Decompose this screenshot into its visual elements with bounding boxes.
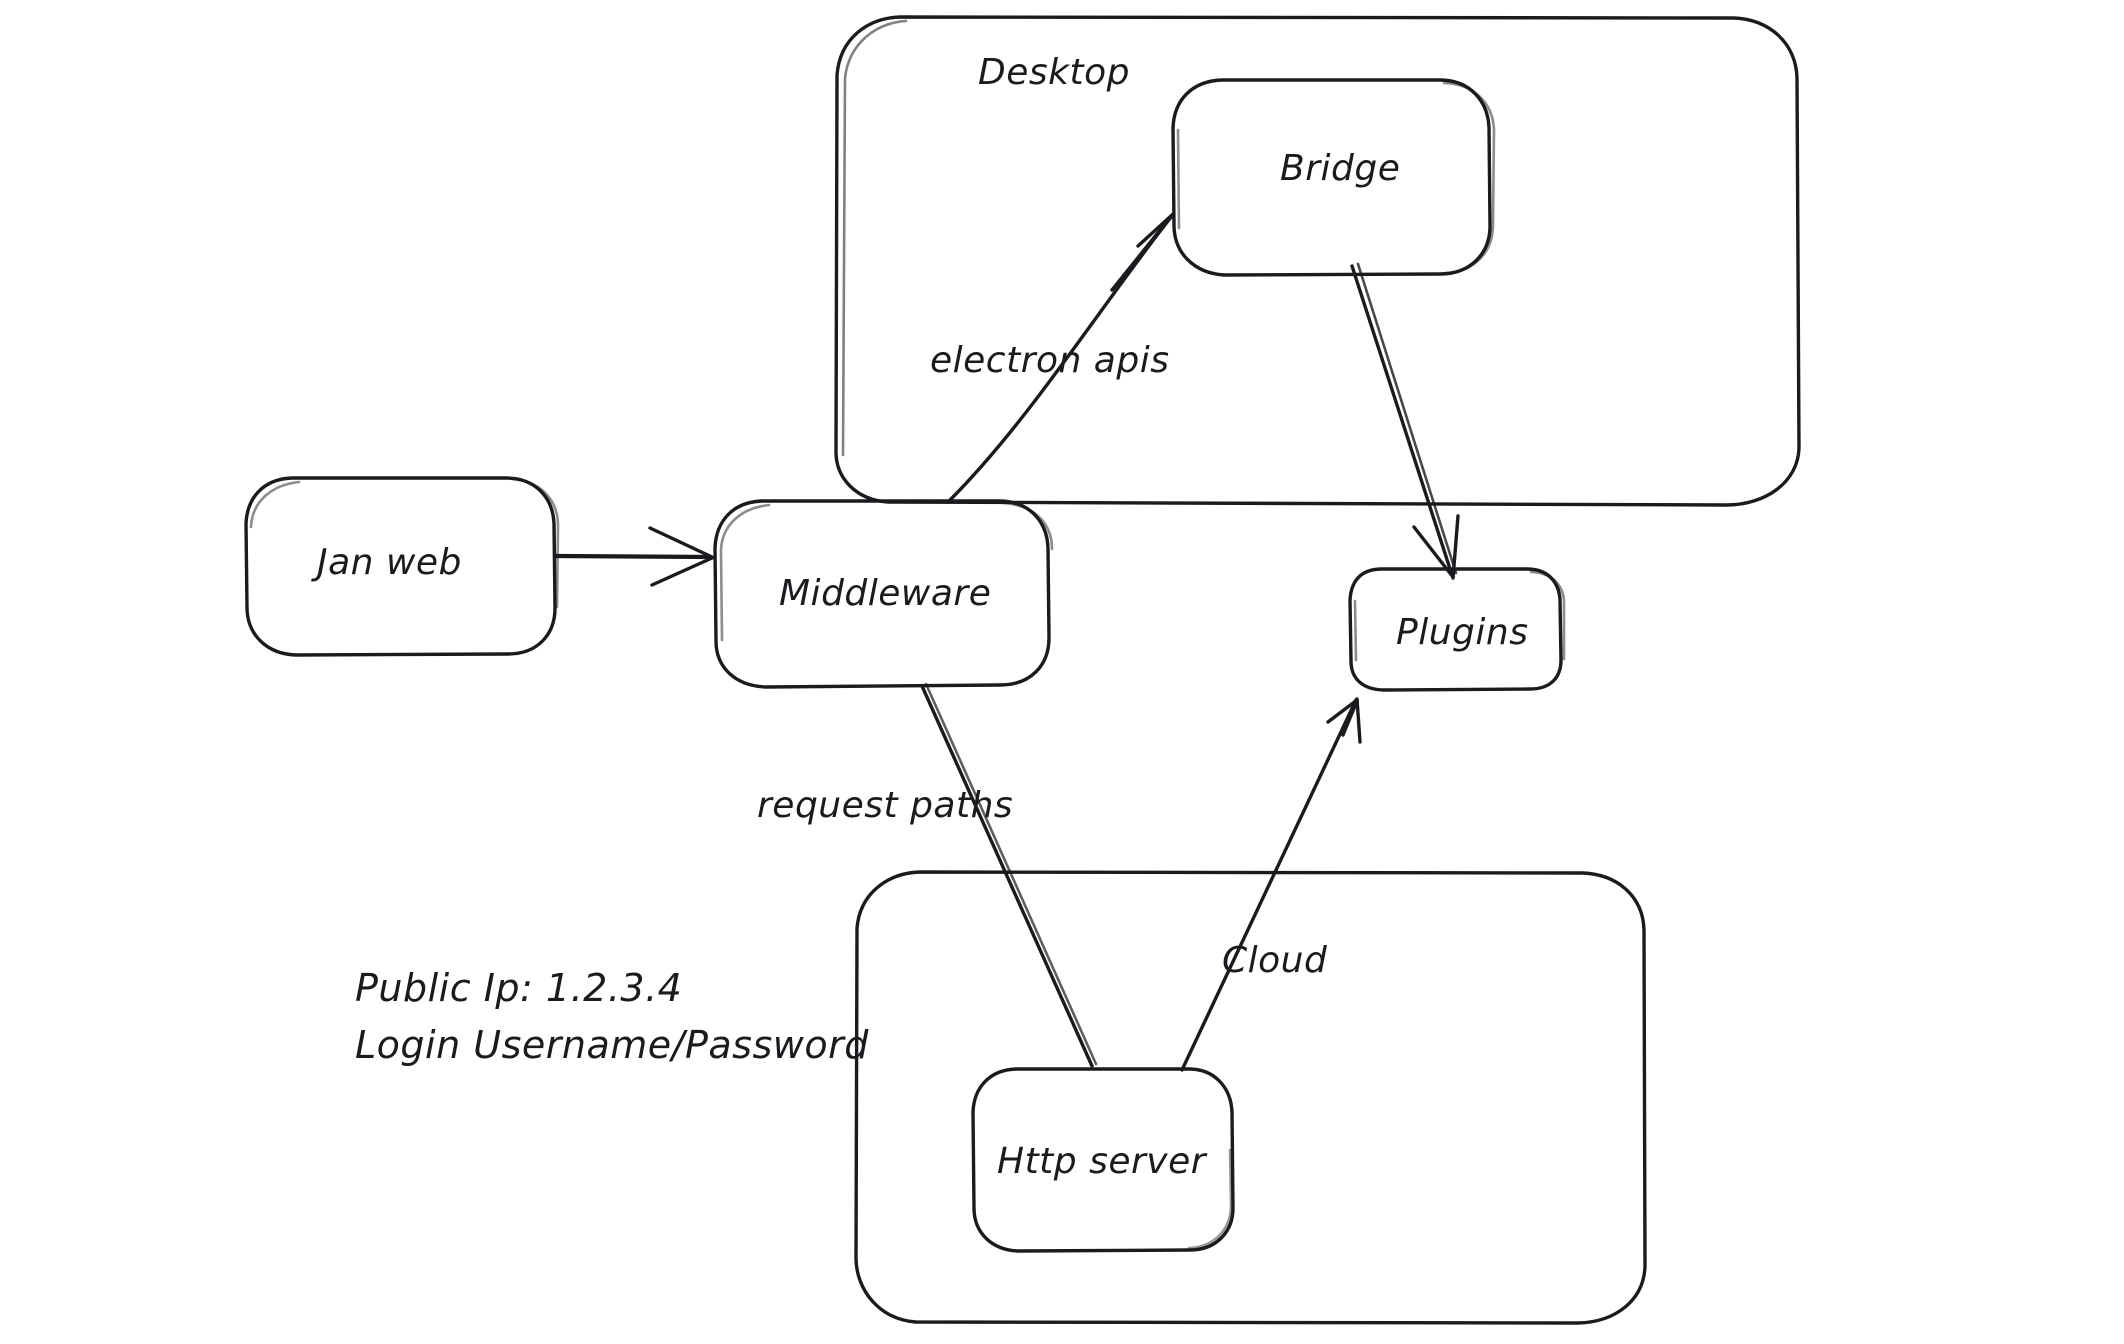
note-login-credentials: Login Username/Password <box>355 1023 869 1067</box>
edge-label-electron-apis: electron apis <box>930 340 1170 381</box>
node-http-server[interactable] <box>971 1067 1235 1253</box>
node-label-bridge: Bridge <box>1280 148 1401 189</box>
node-plugins[interactable] <box>1348 567 1566 692</box>
edge-middleware-bridge <box>948 212 1175 502</box>
edge-label-cloud: Cloud <box>1222 940 1328 981</box>
group-cloud <box>854 870 1647 1325</box>
node-label-http-server: Http server <box>997 1141 1207 1182</box>
edge-middleware-http <box>920 682 1098 1068</box>
group-desktop <box>834 15 1801 507</box>
edge-http-plugins <box>1180 697 1362 1072</box>
node-middleware[interactable] <box>713 499 1054 689</box>
edge-janweb-middleware <box>553 526 714 587</box>
node-bridge[interactable] <box>1171 78 1496 277</box>
node-jan-web[interactable] <box>244 476 560 657</box>
node-label-plugins: Plugins <box>1396 612 1529 653</box>
node-label-middleware: Middleware <box>779 573 992 614</box>
edge-label-request-paths: request paths <box>757 785 1014 826</box>
node-label-jan-web: Jan web <box>317 542 462 583</box>
edge-bridge-plugins <box>1350 262 1460 580</box>
note-public-ip: Public Ip: 1.2.3.4 <box>355 966 683 1010</box>
group-label-desktop: Desktop <box>978 52 1130 93</box>
